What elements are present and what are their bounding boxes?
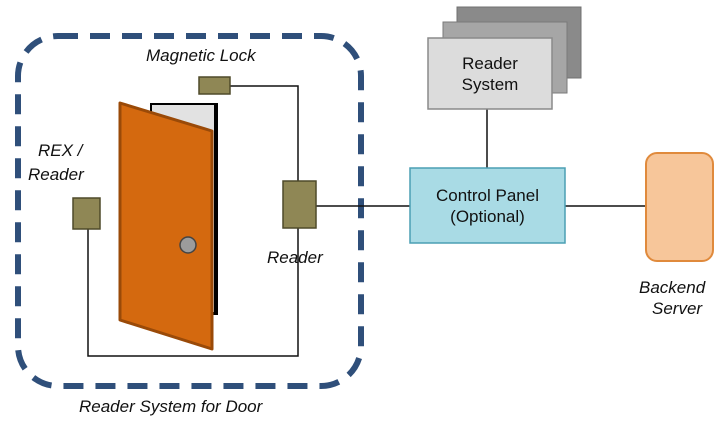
wire-rex-to-reader [87, 228, 299, 357]
door-icon [118, 101, 214, 351]
wire-lock-to-reader [230, 85, 299, 181]
wiring [87, 85, 646, 357]
backend-server-box [645, 152, 714, 262]
magnetic-lock-label: Magnetic Lock [146, 46, 256, 65]
door-system-boundary [15, 33, 364, 389]
diagram-caption: Reader System for Door [79, 397, 263, 416]
control-panel-label: Control Panel (Optional) [410, 168, 565, 243]
reader-system-label-line1: Reader [462, 53, 518, 73]
rex-reader-label-line1: REX / [38, 141, 83, 160]
rex-reader-label-line2: Reader [28, 165, 84, 184]
door-knob-icon [179, 236, 197, 254]
reader-system-box [427, 37, 553, 110]
control-panel-label-line1: Control Panel [435, 185, 539, 205]
reader-icon [282, 180, 317, 229]
reader-system-label: Reader System [428, 38, 552, 109]
magnetic-lock-icon [198, 76, 231, 95]
control-panel-box [409, 167, 566, 244]
reader-system-label-line2: System [461, 74, 519, 94]
control-panel-label-line2: (Optional) [450, 206, 525, 226]
reader-label: Reader [267, 248, 323, 267]
rex-reader-icon [72, 197, 101, 230]
backend-label-line2: Server [652, 299, 703, 318]
backend-label-line1: Backend [639, 278, 706, 297]
